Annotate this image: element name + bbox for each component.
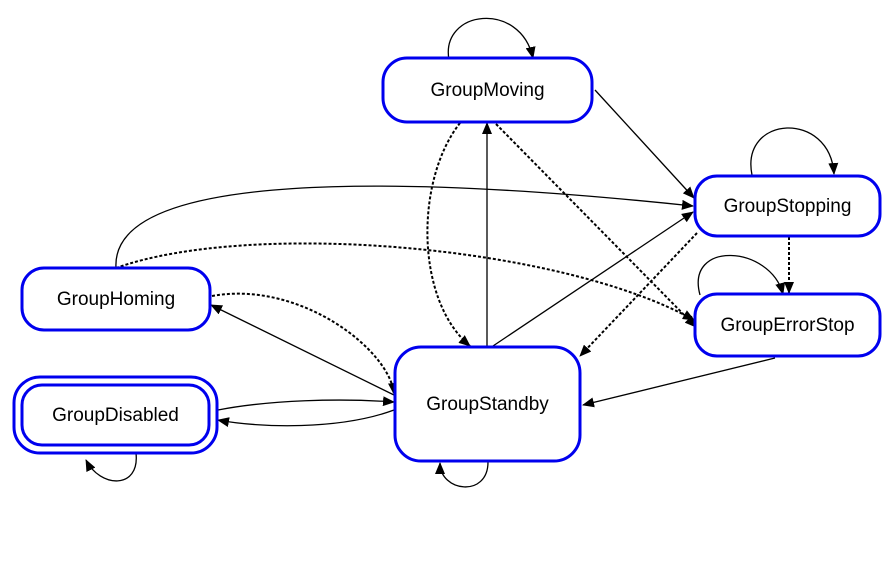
edge-groupmoving-to-grouperrorstop [495, 123, 697, 328]
edge-groupdisabled-to-groupstandby [217, 396, 395, 411]
edge-grouphoming-to-groupstopping [115, 185, 694, 269]
state-node-grouphoming: GroupHoming [20, 266, 212, 332]
state-node-border [12, 375, 219, 455]
state-node-border [693, 292, 882, 358]
edge-groupstopping-to-groupstandby [579, 232, 698, 357]
state-node-border [393, 345, 582, 463]
state-node-label: GroupMoving [430, 80, 544, 101]
state-node-groupdisabled: GroupDisabled [12, 375, 219, 455]
edge-grouphoming-to-grouperrorstop [115, 242, 695, 321]
edge-groupstandby-to-groupdisabled [217, 409, 395, 427]
state-node-grouperrorstop: GroupErrorStop [693, 292, 882, 358]
edge-grouphoming-to-groupstandby [211, 292, 398, 395]
edge-groupmoving-to-groupstopping [594, 89, 695, 199]
state-node-groupstopping: GroupStopping [693, 174, 882, 238]
edge-groupstandby-to-groupstopping [489, 211, 694, 349]
state-node-inner-border [20, 383, 211, 447]
edge-groupdisabled-to-groupdisabled [85, 452, 137, 482]
state-node-border [20, 266, 212, 332]
state-node-label: GroupErrorStop [720, 315, 854, 336]
edge-groupstandby-to-groupstandby [435, 461, 489, 488]
state-node-label: GroupHoming [57, 289, 175, 310]
state-node-border [381, 56, 594, 124]
state-node-groupmoving: GroupMoving [381, 56, 594, 124]
edge-groupstopping-to-groupstopping [750, 127, 839, 176]
state-node-groupstandby: GroupStandby [393, 345, 582, 463]
state-node-label: GroupDisabled [52, 405, 179, 426]
state-node-label: GroupStopping [724, 196, 852, 217]
edge-grouperrorstop-to-groupstandby [582, 357, 776, 408]
state-node-label: GroupStandby [426, 394, 549, 415]
edge-groupmoving-to-groupstandby [426, 122, 471, 347]
edge-groupmoving-to-groupmoving [447, 17, 536, 61]
edge-grouperrorstop-to-grouperrorstop [697, 254, 785, 296]
edge-groupstandby-to-grouphoming [210, 304, 397, 397]
state-node-border [693, 174, 882, 238]
